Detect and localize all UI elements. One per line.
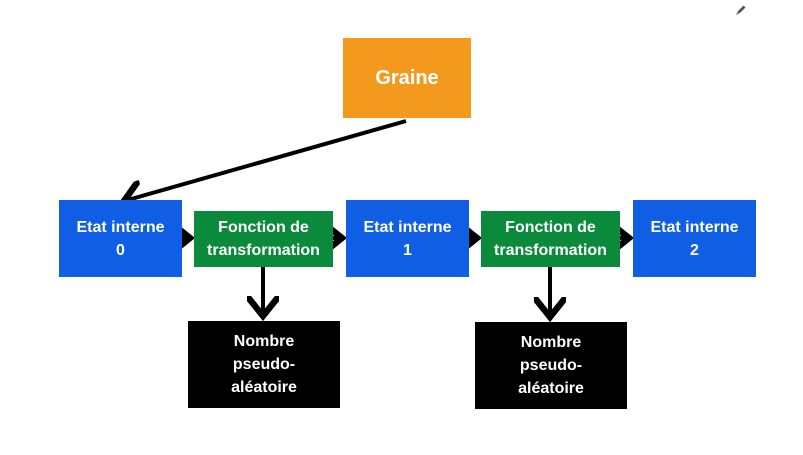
seed-box: Graine	[343, 38, 471, 118]
internal-state-2-box: Etat interne 2	[633, 200, 756, 277]
internal-state-1-box: Etat interne 1	[346, 200, 469, 277]
internal-state-0-box: Etat interne 0	[59, 200, 182, 277]
pencil-icon[interactable]	[735, 4, 747, 16]
pseudo-random-number-0-box: Nombre pseudo- aléatoire	[188, 321, 340, 408]
arrow-seed-to-state-0	[124, 119, 407, 201]
transformation-function-0-box: Fonction de transformation	[194, 211, 333, 267]
pseudo-random-number-1-box: Nombre pseudo- aléatoire	[475, 322, 627, 409]
transformation-function-1-box: Fonction de transformation	[481, 211, 620, 267]
